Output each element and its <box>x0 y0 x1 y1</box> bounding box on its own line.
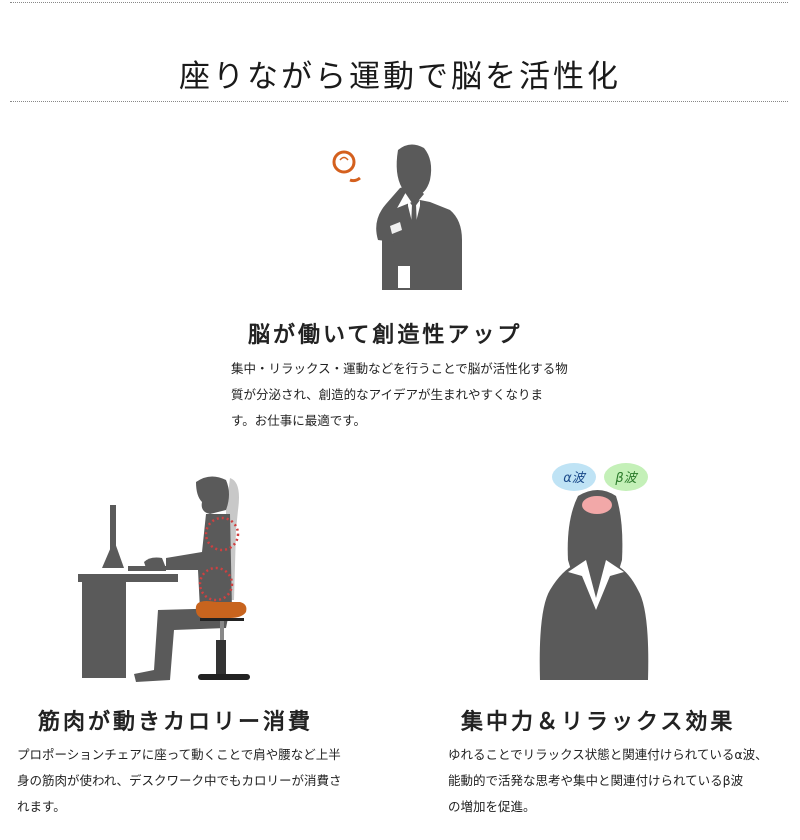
body-line: す。お仕事に最適です。 <box>231 413 367 428</box>
body-line: れます。 <box>17 799 66 814</box>
alpha-wave-badge: α波 <box>563 471 587 486</box>
body-line: 身の筋肉が使われ、デスクワーク中でもカロリーが消費さ <box>17 773 342 788</box>
section-title-creativity: 脳が働いて創造性アップ <box>248 323 523 348</box>
desk-worker-illustration <box>70 460 270 690</box>
section-body-creativity: 集中・リラックス・運動などを行うことで脳が活性化する物 質が分泌され、創造的なア… <box>231 356 576 434</box>
page-title: 座りながら運動で脳を活性化 <box>179 58 621 95</box>
body-line: ゆれることでリラックス状態と関連付けられているα波、 <box>448 747 768 762</box>
section-body-calories: プロポーションチェアに座って動くことで肩や腰など上半 身の筋肉が使われ、デスクワ… <box>17 742 377 820</box>
lightbulb-icon <box>332 150 361 183</box>
section-body-focus: ゆれることでリラックス状態と関連付けられているα波、 能動的で活発な思考や集中と… <box>448 742 793 820</box>
woman-brainwave-illustration: α波 β波 <box>520 450 670 690</box>
top-divider <box>10 2 788 3</box>
body-line: 能動的で活発な思考や集中と関連付けられているβ波 <box>448 773 744 788</box>
title-divider <box>10 101 788 102</box>
body-line: の増加を促進。 <box>448 799 536 814</box>
section-title-calories: 筋肉が動きカロリー消費 <box>38 710 314 735</box>
beta-wave-badge: β波 <box>614 471 638 486</box>
thinking-businessman-illustration <box>320 130 480 300</box>
body-line: プロポーションチェアに座って動くことで肩や腰など上半 <box>17 747 341 762</box>
section-title-focus: 集中力＆リラックス効果 <box>461 710 736 735</box>
body-line: 質が分泌され、創造的なアイデアが生まれやすくなりま <box>231 387 544 402</box>
body-line: 集中・リラックス・運動などを行うことで脳が活性化する物 <box>231 361 568 376</box>
